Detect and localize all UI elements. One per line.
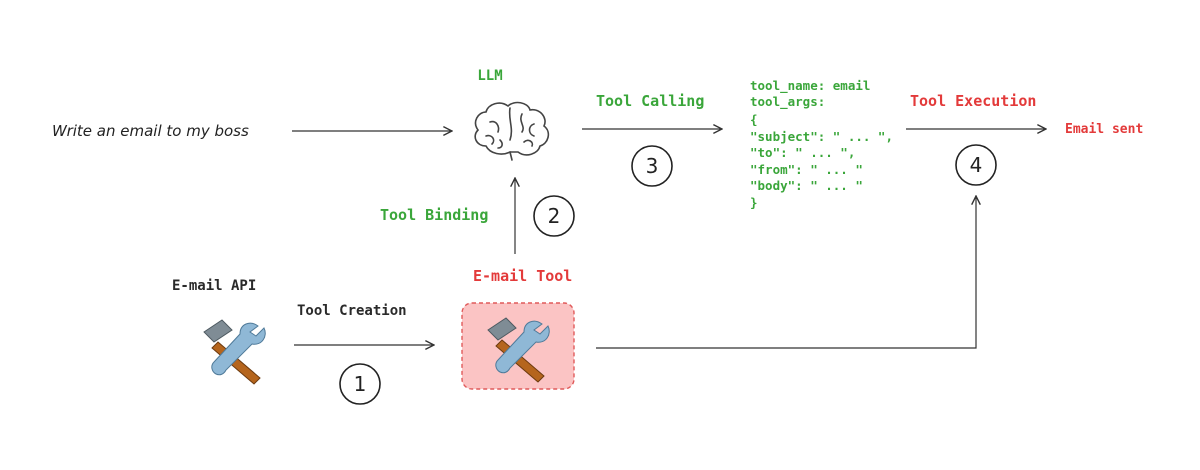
payload-line: {	[750, 112, 758, 127]
tool-creation-label: Tool Creation	[297, 303, 407, 319]
payload-line: tool_name: email	[750, 78, 870, 94]
payload-line: "subject": " ... ",	[750, 129, 893, 144]
tool-call-payload: tool_name: email tool_args: { "subject":…	[750, 78, 893, 210]
tool-calling-label: Tool Calling	[596, 92, 704, 110]
result-label: Email sent	[1065, 122, 1143, 137]
user-prompt: Write an email to my boss	[52, 122, 249, 140]
email-tool-label: E-mail Tool	[473, 267, 572, 285]
email-api-label: E-mail API	[172, 278, 256, 294]
step-1-number: 1	[354, 372, 367, 396]
tool-execution-label: Tool Execution	[910, 92, 1036, 110]
tool-hammer-wrench-icon	[487, 317, 550, 383]
payload-line: "to": " ... ",	[750, 145, 855, 160]
step-3-number: 3	[646, 154, 659, 178]
tool-binding-label: Tool Binding	[380, 206, 488, 224]
step-2-number: 2	[548, 204, 561, 228]
llm-label: LLM	[477, 68, 502, 84]
payload-line: tool_args:	[750, 94, 825, 110]
payload-line: "body": " ... "	[750, 178, 863, 193]
step-3-badge: 3	[631, 145, 673, 187]
payload-line: "from": " ... "	[750, 162, 863, 177]
step-1-badge: 1	[339, 363, 381, 405]
api-hammer-wrench-icon	[203, 319, 266, 385]
payload-line: }	[750, 195, 758, 210]
brain-icon	[474, 101, 550, 161]
arrow-tool-to-execution	[596, 196, 976, 349]
step-4-badge: 4	[955, 144, 997, 186]
email-tool-box	[461, 302, 575, 390]
step-4-number: 4	[970, 153, 983, 177]
step-2-badge: 2	[533, 195, 575, 237]
